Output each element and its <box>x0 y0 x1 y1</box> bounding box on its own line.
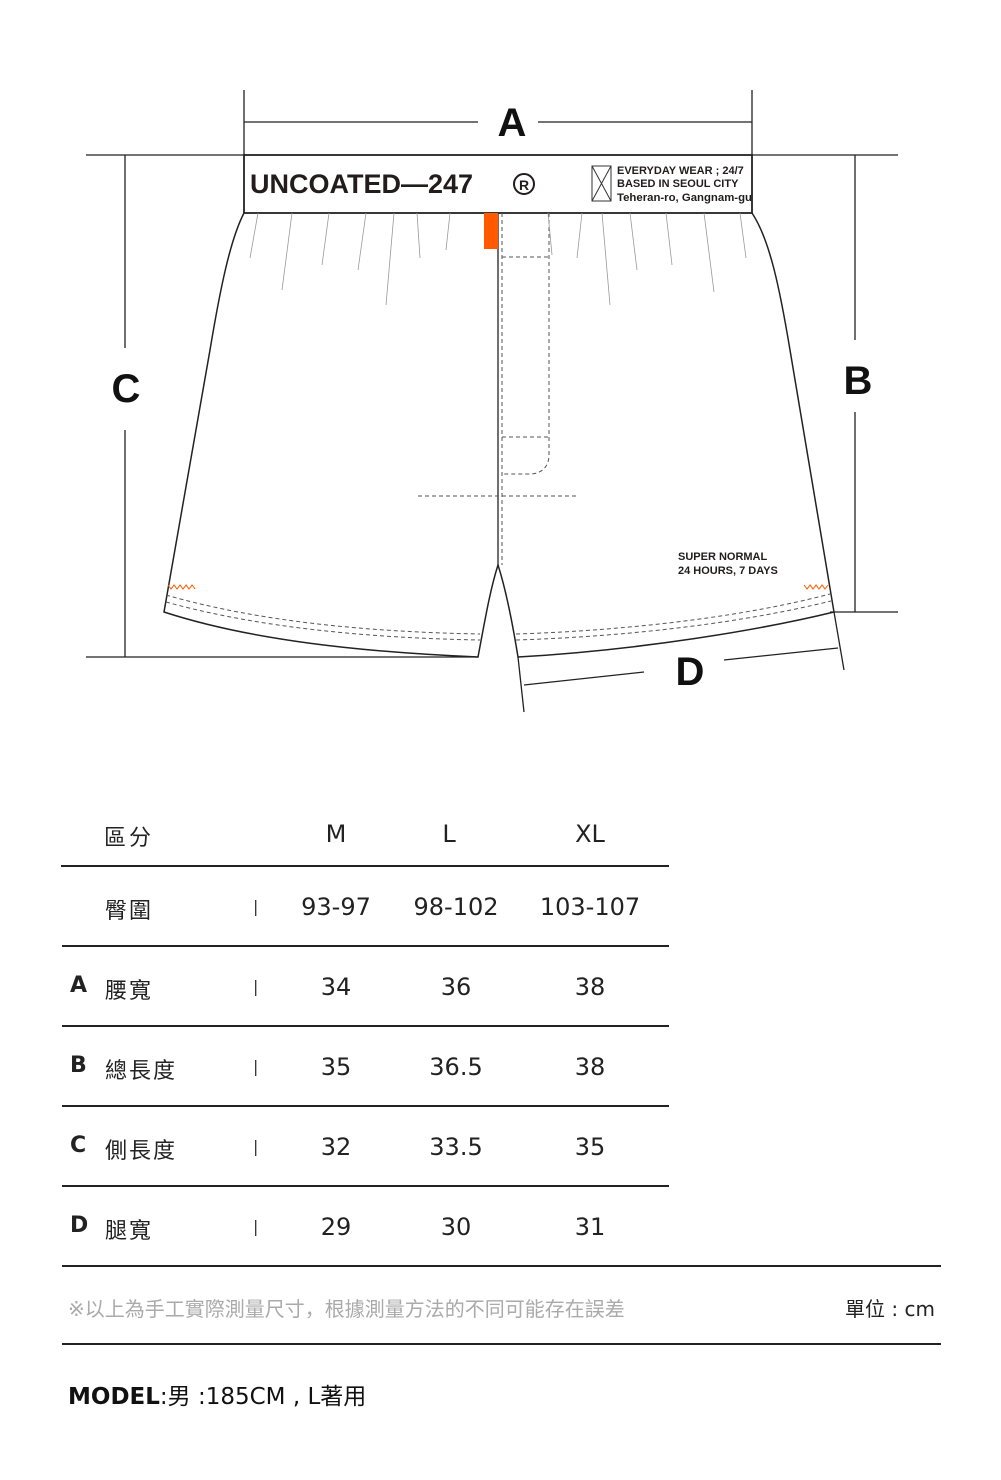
shorts-measurement-diagram: UNCOATED—247 R EVERYDAY WEAR ; 24/7 BASE… <box>86 90 898 713</box>
label-d: D <box>676 650 705 694</box>
print-line-1: SUPER NORMAL <box>678 551 768 563</box>
header-size-m: M <box>325 820 347 848</box>
tag-line-1: EVERYDAY WEAR ; 24/7 <box>617 165 744 177</box>
tag-line-3: Teheran-ro, Gangnam-gu <box>617 192 752 204</box>
registered-mark: R <box>519 177 529 193</box>
print-line-2: 24 HOURS, 7 DAYS <box>678 565 778 577</box>
measurement-note: ※以上為手工實際測量尺寸，根據測量方法的不同可能存在誤差 <box>68 1297 625 1321</box>
label-a: A <box>498 101 527 145</box>
care-label-icon <box>591 165 612 202</box>
label-c: C <box>112 367 141 411</box>
table-row: A 腰寬 | 34 36 38 <box>70 973 606 1004</box>
brand-logo: UNCOATED—247 <box>250 169 473 199</box>
label-b: B <box>844 359 873 403</box>
table-row: B 總長度 | 35 36.5 38 <box>70 1053 606 1084</box>
header-label: 區分 <box>104 826 155 851</box>
model-info: MODEL:男 :185CM , L著用 <box>68 1377 366 1411</box>
table-row: 臀圍 | 93-97 98-102 103-107 <box>105 893 641 924</box>
model-text: :男 :185CM , L著用 <box>159 1384 367 1410</box>
header-size-l: L <box>442 820 456 848</box>
tag-line-2: BASED IN SEOUL CITY <box>617 178 739 190</box>
model-label: MODEL <box>68 1384 160 1410</box>
header-size-xl: XL <box>575 820 605 848</box>
unit-label: 單位 : cm <box>845 1297 935 1321</box>
orange-tag <box>484 213 498 249</box>
zigzag-stitch-right <box>803 584 829 590</box>
zigzag-stitch-left <box>167 584 196 590</box>
table-row: C 側長度 | 32 33.5 35 <box>70 1133 606 1164</box>
table-row: D 腿寬 | 29 30 31 <box>70 1213 606 1244</box>
